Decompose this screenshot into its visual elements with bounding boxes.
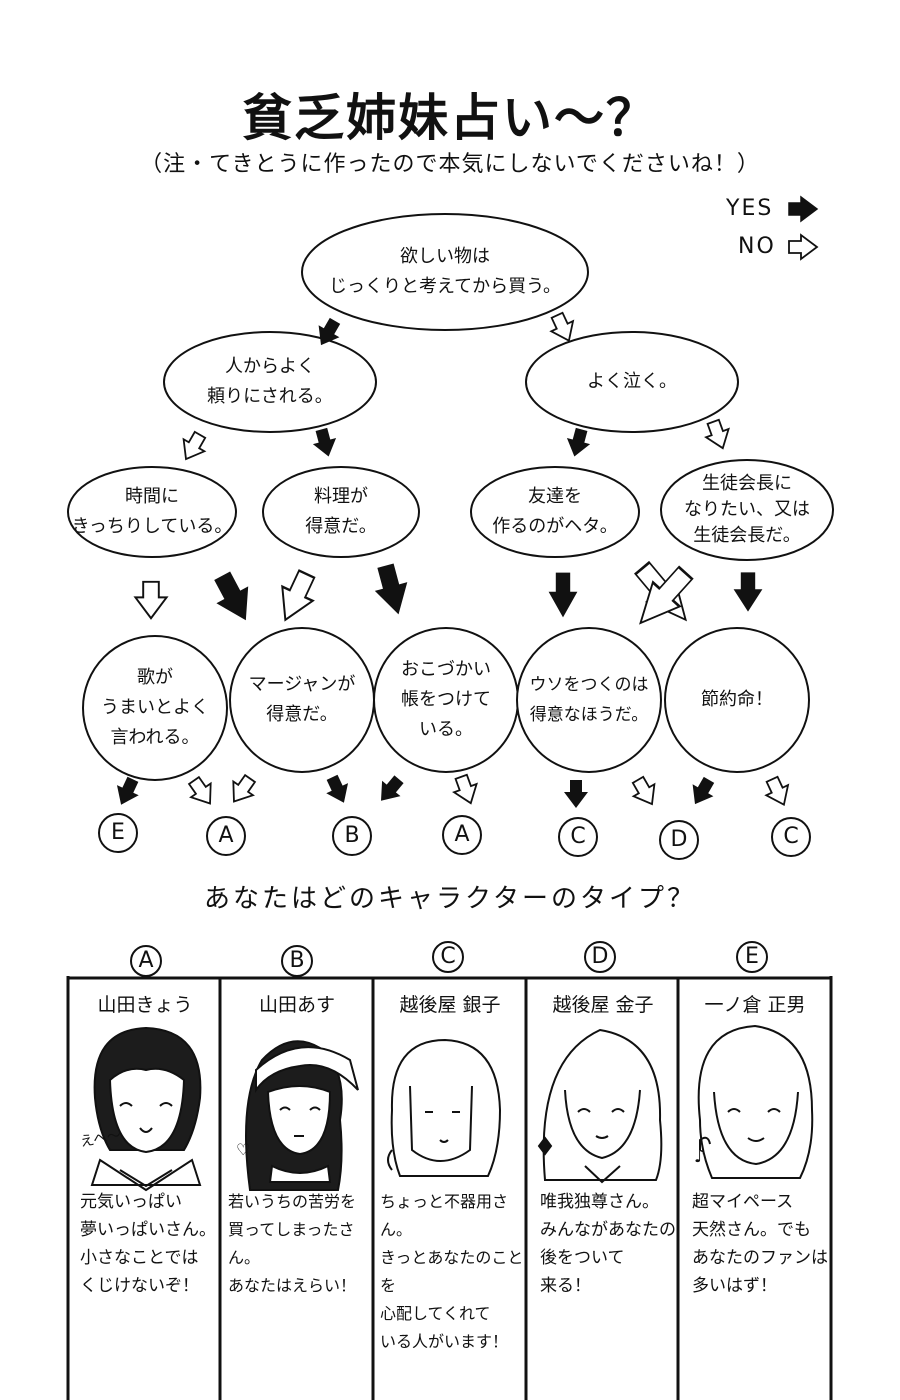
node-l4-5-text: 節約命！ bbox=[701, 689, 773, 710]
no-arrow-icon bbox=[268, 565, 324, 629]
legend-yes-label: YES bbox=[726, 196, 774, 221]
node-l3-2-shape bbox=[262, 466, 420, 558]
character-name-a: 山田きょう bbox=[97, 994, 193, 1016]
yes-arrow-icon bbox=[321, 772, 355, 808]
character-portrait-c bbox=[387, 1038, 502, 1177]
panel-letter-e: E bbox=[745, 944, 759, 969]
no-arrow-icon bbox=[760, 773, 796, 811]
character-desc-a: 元気いっぱい 夢いっぱいさん。 小さなことでは くじけないぞ！ bbox=[80, 1192, 216, 1296]
node-l3-3-text: 友達を 作るのがヘタ。 bbox=[492, 486, 618, 537]
result-1-shape bbox=[98, 813, 138, 853]
node-l2-right-text: よく泣く。 bbox=[587, 371, 677, 392]
legend-yes-arrow-icon bbox=[788, 196, 818, 222]
character-type-question: あなたはどのキャラクターのタイプ？ bbox=[204, 884, 696, 914]
result-letter: C bbox=[570, 824, 586, 849]
panel-letter-circle bbox=[584, 941, 616, 973]
yes-arrow-icon bbox=[309, 426, 341, 460]
result-letter: D bbox=[670, 827, 688, 852]
panel-letter-circle bbox=[130, 945, 162, 977]
result-letter: A bbox=[454, 822, 470, 847]
node-l4-2-text: マージャンが 得意だ。 bbox=[248, 674, 356, 725]
character-portrait-e bbox=[697, 1024, 814, 1179]
node-l3-1-text: 時間に きっちりしている。 bbox=[71, 486, 233, 537]
character-desc-d: 唯我独尊さん。 みんながあなたの 後をついて 来る！ bbox=[540, 1192, 676, 1296]
character-panel-grid bbox=[66, 976, 833, 1400]
result-letter: A bbox=[218, 823, 234, 848]
panel-letter-circle bbox=[432, 941, 464, 973]
yes-arrow-icon bbox=[110, 774, 144, 810]
yes-arrow-icon bbox=[733, 572, 763, 612]
no-arrow-icon bbox=[701, 416, 735, 454]
node-l3-4-shape bbox=[660, 459, 834, 561]
node-l3-1-shape bbox=[67, 466, 237, 558]
no-arrow-icon bbox=[626, 772, 664, 812]
panel-letter-d: D bbox=[591, 944, 609, 969]
panel-letter-b: B bbox=[289, 948, 305, 973]
legend-no-label: NO bbox=[738, 234, 776, 259]
panel-letter-circle bbox=[281, 945, 313, 977]
result-5-shape bbox=[558, 817, 598, 857]
result-7-shape bbox=[771, 817, 811, 857]
result-4-shape bbox=[442, 815, 482, 855]
node-l4-1-shape bbox=[82, 635, 228, 781]
character-portrait-b bbox=[245, 1040, 359, 1191]
no-arrow-icon bbox=[134, 580, 168, 620]
yes-arrow-icon bbox=[548, 572, 578, 618]
yes-arrow-icon bbox=[564, 780, 588, 808]
heart-icon: ♡ bbox=[236, 1140, 251, 1159]
music-note-icon: ♪ bbox=[694, 1146, 706, 1167]
no-arrow-icon bbox=[223, 770, 261, 810]
result-letter: C bbox=[783, 824, 799, 849]
panel-letter-c: C bbox=[440, 944, 456, 969]
no-arrow-icon bbox=[174, 427, 212, 467]
result-2-shape bbox=[206, 816, 246, 856]
yes-arrow-icon bbox=[684, 773, 720, 811]
page-title: 貧乏姉妹占い〜？ bbox=[242, 89, 658, 147]
node-l4-1-text: 歌が うまいとよく 言われる。 bbox=[101, 667, 209, 748]
character-desc-b: 若いうちの苦労を 買ってしまったさん。 あなたはえらい！ bbox=[228, 1192, 357, 1295]
node-l2-left-text: 人からよく 頼りにされる。 bbox=[207, 356, 333, 407]
yes-arrow-icon bbox=[369, 561, 415, 619]
node-l3-2-text: 料理が 得意だ。 bbox=[305, 486, 377, 537]
node-l3-3-shape bbox=[470, 466, 640, 558]
character-portrait-a bbox=[90, 1026, 202, 1192]
no-arrow-icon bbox=[183, 772, 221, 812]
character-name-e: 一ノ倉 正男 bbox=[704, 994, 806, 1016]
result-letter: B bbox=[344, 823, 360, 848]
result-6-shape bbox=[659, 820, 699, 860]
legend-no-arrow-icon bbox=[788, 234, 818, 260]
panel-letter-circle bbox=[736, 941, 768, 973]
node-l4-3-text: おこづかい 帳をつけて いる。 bbox=[401, 659, 491, 740]
panel-letter-a: A bbox=[138, 948, 154, 973]
character-name-d: 越後屋 金子 bbox=[552, 994, 654, 1016]
result-letter: E bbox=[111, 820, 125, 845]
character-portrait-d bbox=[537, 1028, 663, 1184]
node-start-text: 欲しい物は じっくりと考えてから買う。 bbox=[328, 246, 562, 297]
character-name-c: 越後屋 銀子 bbox=[399, 994, 501, 1016]
result-3-shape bbox=[332, 816, 372, 856]
no-arrow-icon bbox=[449, 771, 483, 809]
yes-arrow-icon bbox=[206, 567, 262, 629]
node-l2-right-shape bbox=[525, 331, 739, 433]
yes-arrow-icon bbox=[562, 426, 594, 460]
node-l4-4-shape bbox=[516, 627, 662, 773]
page-subtitle: （注・てきとうに作ったので本気にしないでくださいね！） bbox=[140, 152, 760, 177]
character-desc-c: ちょっと不器用さん。 きっとあなたのことを 心配してくれて いる人がいます！ bbox=[380, 1192, 524, 1351]
node-l2-left-shape bbox=[163, 331, 377, 433]
node-start-shape bbox=[301, 213, 589, 331]
node-l4-5-shape bbox=[664, 627, 810, 773]
node-l4-4-text: ウソをつくのは 得意なほうだ。 bbox=[529, 675, 649, 725]
yes-arrow-icon bbox=[371, 771, 409, 809]
character-desc-e: 超マイペース 天然さん。でも あなたのファンは 多いはず！ bbox=[692, 1192, 828, 1296]
node-l3-4-text: 生徒会長に なりたい、又は 生徒会長だ。 bbox=[684, 473, 810, 546]
character-name-b: 山田あす bbox=[258, 994, 335, 1016]
